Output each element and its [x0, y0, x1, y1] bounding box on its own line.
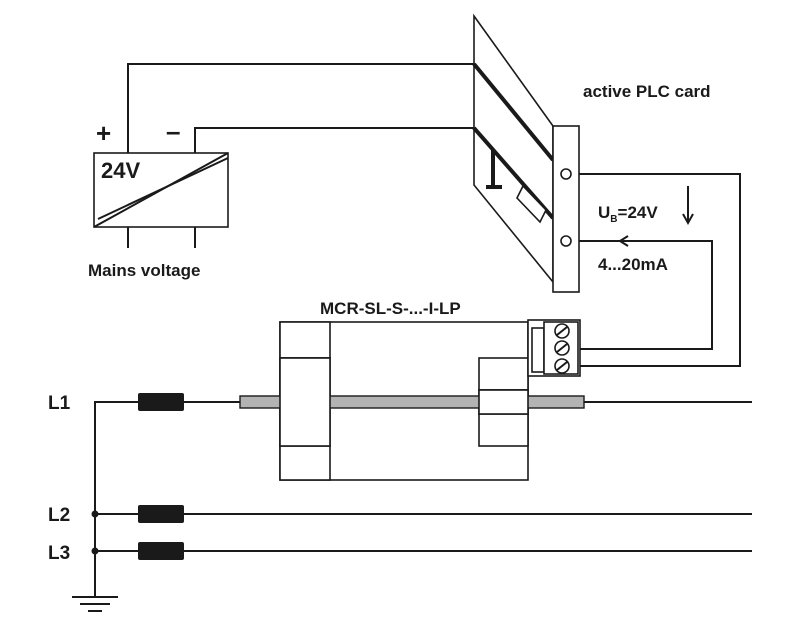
module-clamp-left-top — [279, 321, 331, 359]
module-label: MCR-SL-S-...-I-LP — [320, 299, 461, 318]
svg-text:UB=24V: UB=24V — [598, 203, 658, 225]
power-supply-diagonal-2 — [97, 157, 229, 220]
l1-fuse — [138, 393, 184, 411]
plc-terminal-lower — [560, 235, 572, 247]
signal-range-label: 4...20mA — [598, 255, 668, 274]
supply-voltage-annotation: UB=24V — [598, 186, 694, 226]
l2-junction — [91, 510, 99, 518]
power-supply: 24V Mains voltage + – — [88, 116, 229, 280]
plus-wire — [127, 63, 474, 153]
module-clamp-left-front — [279, 357, 331, 447]
ub-subscript: B — [610, 214, 617, 225]
l3-fuse — [138, 542, 184, 560]
mains-voltage-label: Mains voltage — [88, 261, 200, 280]
module-clamp-right-bottom — [478, 413, 529, 447]
supply-loop-wire — [579, 173, 741, 367]
l1-line-in — [94, 401, 240, 596]
screw-slot-3 — [556, 361, 568, 371]
ub-arrow-head — [682, 213, 694, 226]
phase-lines: L1 L2 L3 — [48, 393, 752, 596]
phase-l1-label: L1 — [48, 393, 71, 414]
plus-terminal-label: + — [96, 118, 111, 148]
phase-l2-label: L2 — [48, 505, 70, 526]
minus-terminal-label: – — [166, 116, 180, 146]
ub-value: =24V — [618, 203, 659, 222]
minus-wire — [194, 127, 474, 153]
plc-terminal-strip — [552, 125, 580, 293]
plc-card: active PLC card — [472, 13, 711, 293]
l2-fuse — [138, 505, 184, 523]
voltage-label: 24V — [101, 158, 140, 183]
terminal-block-side — [531, 327, 545, 373]
ub-symbol: U — [598, 203, 610, 222]
plc-trace-upper — [472, 62, 555, 162]
plc-board — [473, 13, 554, 285]
module-clamp-right-front — [478, 389, 529, 415]
l3-junction — [91, 547, 99, 555]
plc-terminal-upper — [560, 168, 572, 180]
plc-card-label: active PLC card — [583, 82, 711, 101]
signal-loop-wire — [579, 240, 713, 350]
phase-l3-label: L3 — [48, 543, 70, 564]
screw-slot-2 — [556, 343, 568, 353]
plc-resistor — [516, 184, 547, 224]
ground-icon — [72, 596, 118, 612]
module-clamp-right-top — [478, 357, 529, 391]
screw-slot-1 — [556, 326, 568, 336]
module-clamp-left-bottom — [279, 445, 331, 481]
signal-arrow-head — [618, 235, 629, 247]
